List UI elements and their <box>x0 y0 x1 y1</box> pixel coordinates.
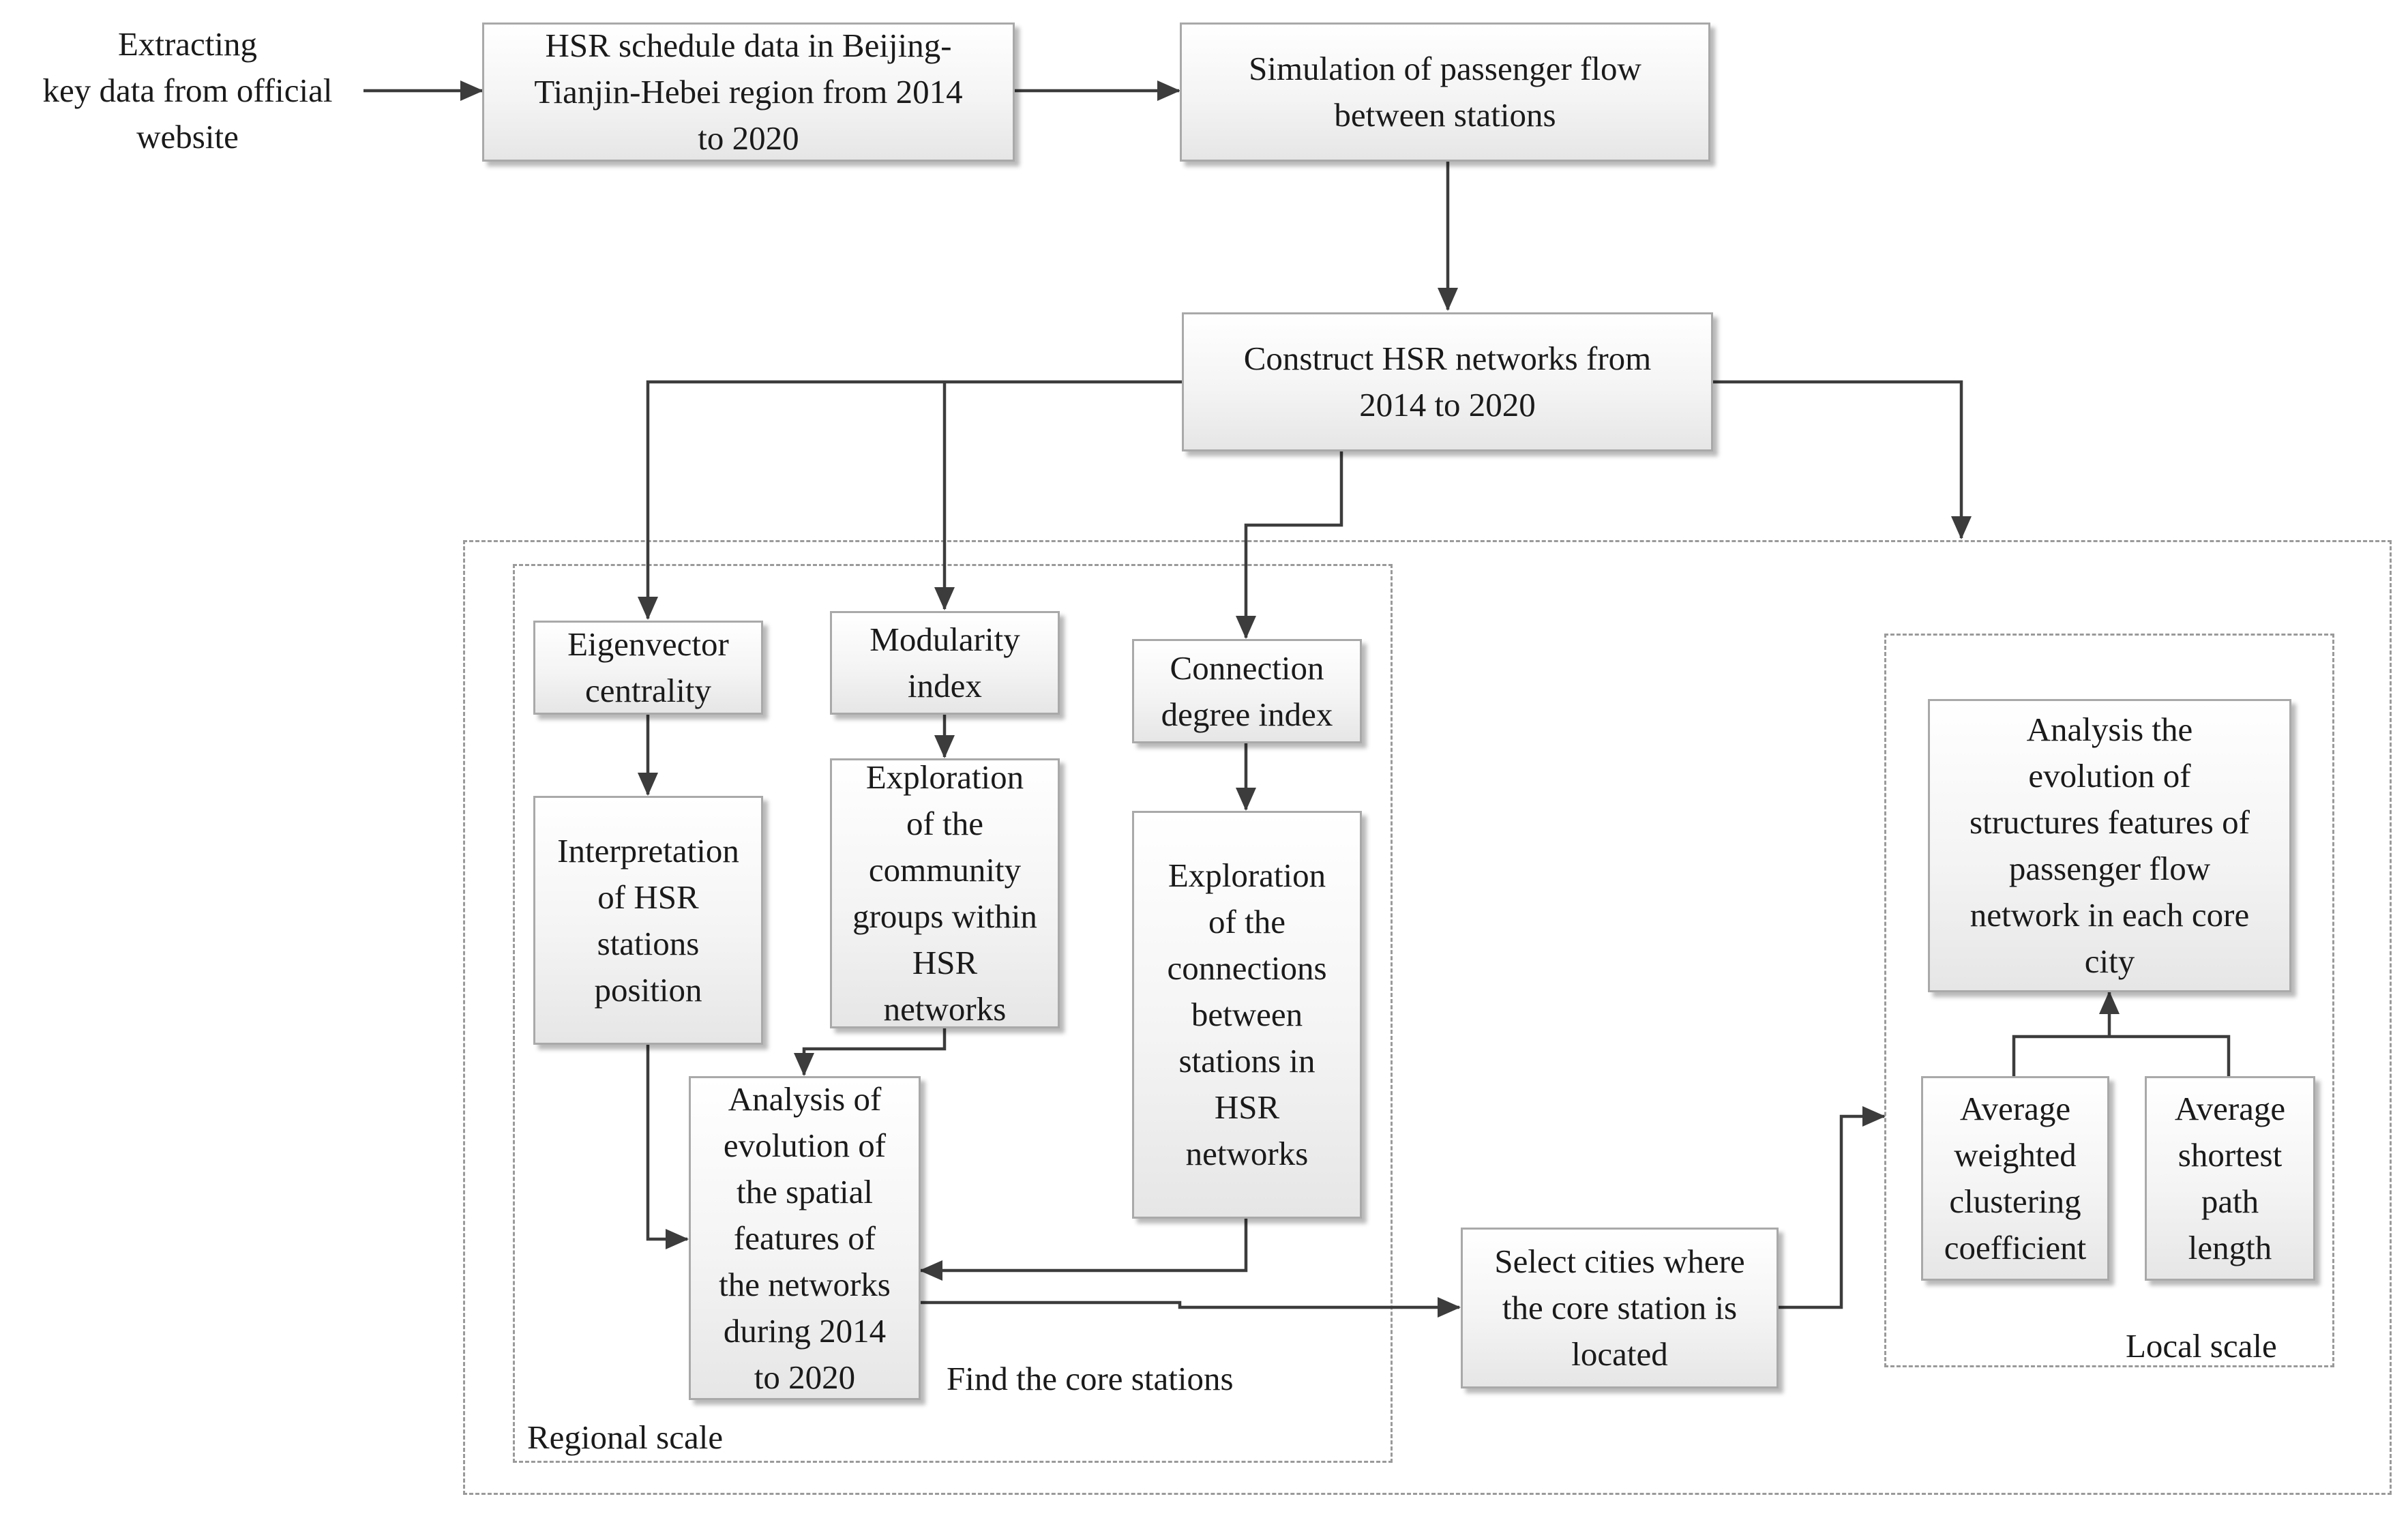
find-core-stations-label: Find the core stations <box>947 1360 1234 1397</box>
arrow-select-cities-to-local-scale <box>1779 1106 1886 1309</box>
spatial-analysis-box[interactable]: Analysis of evolution of the spatial fea… <box>689 1076 921 1400</box>
select-cities-box[interactable]: Select cities where the core station is … <box>1461 1228 1779 1388</box>
local-scale-label: Local scale <box>2126 1327 2277 1365</box>
connection-degree-box[interactable]: Connection degree index <box>1132 639 1362 743</box>
shortest-path-box[interactable]: Average shortest path length <box>2145 1076 2315 1281</box>
regional-scale-label: Regional scale <box>527 1418 724 1456</box>
source-text: Extracting key data from official websit… <box>42 25 333 155</box>
connections-exploration-box[interactable]: Exploration of the connections between s… <box>1132 811 1362 1219</box>
schedule-data-box[interactable]: HSR schedule data in Beijing- Tianjin-He… <box>482 23 1015 162</box>
arrow-construct-to-connection-degree <box>1236 451 1343 639</box>
arrow-spatial-to-select-cities <box>921 1297 1461 1318</box>
regional-scale-region <box>513 564 1393 1463</box>
arrow-connections-to-spatial <box>919 1219 1248 1281</box>
local-scale-region <box>1884 634 2334 1367</box>
arrow-construct-to-eigenvector <box>638 380 1182 620</box>
arrow-local-metrics-to-structure-analysis <box>2012 992 2231 1076</box>
arrow-interpretation-to-spatial <box>646 1045 689 1249</box>
structure-analysis-box[interactable]: Analysis the evolution of structures fea… <box>1928 699 2291 992</box>
eigenvector-centrality-box[interactable]: Eigenvector centrality <box>533 621 763 715</box>
clustering-coefficient-box[interactable]: Average weighted clustering coefficient <box>1921 1076 2109 1281</box>
arrow-community-to-spatial <box>794 1028 947 1076</box>
interpretation-box[interactable]: Interpretation of HSR stations position <box>533 796 763 1045</box>
arrow-construct-to-outer-region <box>1713 380 1972 539</box>
community-exploration-box[interactable]: Exploration of the community groups with… <box>830 758 1060 1028</box>
modularity-index-box[interactable]: Modularity index <box>830 611 1060 715</box>
construct-networks-box[interactable]: Construct HSR networks from 2014 to 2020 <box>1182 312 1713 451</box>
outer-dashed-region <box>463 540 2392 1495</box>
simulation-box[interactable]: Simulation of passenger flow between sta… <box>1180 23 1710 162</box>
